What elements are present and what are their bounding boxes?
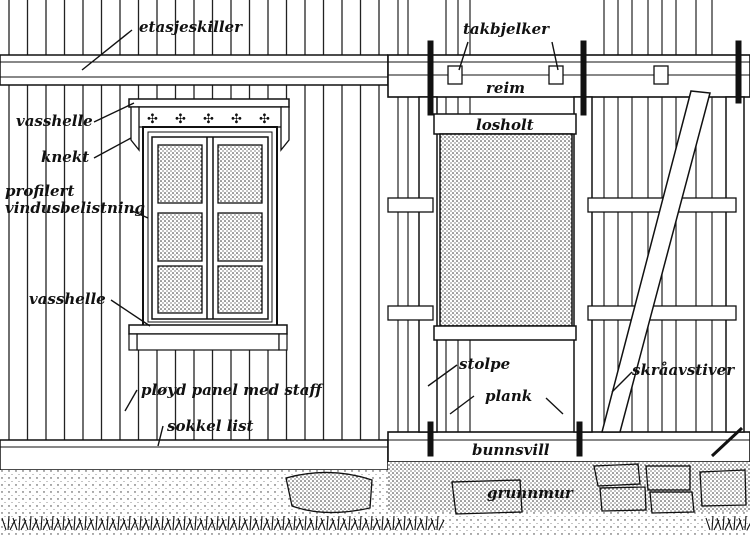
label-sokkel-list: sokkel list — [167, 417, 254, 435]
label-losholt: losholt — [476, 116, 534, 134]
svg-text:✣: ✣ — [175, 112, 186, 127]
label-bunnsvill: bunnsvill — [472, 441, 550, 459]
timber-frame — [387, 0, 750, 470]
label-skraavstiver: skråavstiver — [632, 361, 735, 379]
label-takbjelker: takbjelker — [463, 20, 550, 38]
svg-text:✣: ✣ — [231, 112, 242, 127]
bottom-vasshelle — [128, 324, 288, 335]
lower-losholt-beam — [433, 325, 577, 341]
stolper — [418, 96, 745, 433]
label-plank: plank — [485, 387, 532, 405]
label-grunnmur: grunnmur — [487, 484, 574, 502]
window-opening — [439, 133, 573, 327]
knekt-right — [280, 106, 290, 152]
label-etasjeskiller: etasjeskiller — [139, 18, 243, 36]
label-knekt: knekt — [41, 148, 89, 166]
label-profilert: profilert — [5, 182, 74, 200]
etasjeskiller-band — [0, 54, 389, 86]
label-vindusbelistning: vindusbelistning — [5, 199, 145, 217]
knekt-left — [130, 106, 140, 152]
frieze-ornaments: ✣ ✣ ✣ ✣ ✣ — [147, 112, 270, 127]
svg-text:✣: ✣ — [203, 112, 214, 127]
label-ployd-panel: pløyd panel med staff — [141, 381, 324, 399]
takbjelker-ends — [447, 65, 669, 85]
label-reim: reim — [486, 79, 525, 97]
svg-text:✣: ✣ — [147, 112, 158, 127]
foundation-ground — [0, 462, 750, 536]
bunnsvill-beam — [387, 431, 750, 463]
diagram-labels: etasjeskiller vasshelle knekt profilert … — [5, 18, 735, 502]
top-vasshelle — [128, 98, 290, 108]
glass-panes — [157, 144, 263, 314]
leader-lines — [81, 29, 633, 447]
sokkel-list-band — [0, 439, 389, 471]
foundation-stones — [285, 463, 747, 515]
label-vasshelle-bottom: vasshelle — [29, 290, 106, 308]
label-vasshelle-top: vasshelle — [16, 112, 93, 130]
label-stolpe: stolpe — [459, 355, 510, 373]
horizontal-planks — [387, 197, 737, 321]
svg-text:✣: ✣ — [259, 112, 270, 127]
bolts — [427, 40, 744, 458]
reim-beam — [387, 54, 750, 98]
skraavstiver-brace — [601, 90, 711, 433]
window: ✣ ✣ ✣ ✣ ✣ — [128, 98, 290, 351]
